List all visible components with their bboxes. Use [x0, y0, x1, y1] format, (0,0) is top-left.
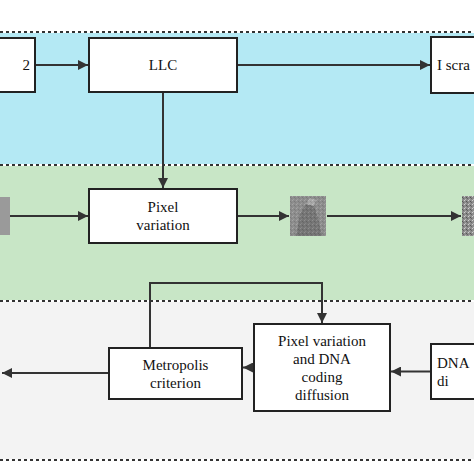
box-label: I scra	[437, 56, 471, 74]
process-box: Pixel variation	[88, 188, 238, 244]
process-box: Pixel variation and DNA coding diffusion	[253, 323, 391, 412]
box-label: DNA di	[437, 354, 473, 390]
process-box: Metropolis criterion	[108, 347, 243, 400]
connector-arrow	[36, 64, 88, 66]
connector-arrow	[162, 93, 164, 188]
process-box: I scra	[430, 36, 474, 94]
connector-arrow	[391, 371, 430, 373]
scrambled-image	[290, 196, 326, 236]
box-label: Metropolis criterion	[131, 356, 221, 392]
box-label: Pixel variation	[128, 198, 198, 234]
top-band	[0, 33, 474, 164]
box-label: 2	[0, 56, 30, 74]
band-divider	[0, 459, 474, 461]
flow-arrow	[10, 215, 88, 217]
flow-arrow	[327, 215, 461, 217]
encrypted-image	[462, 196, 474, 236]
input-image	[0, 197, 10, 235]
box-label: Pixel variation and DNA coding diffusion	[276, 332, 368, 404]
flow-arrow	[2, 372, 108, 374]
process-box: LLC	[88, 37, 238, 93]
process-box: 2	[0, 37, 36, 93]
connector-arrow	[238, 64, 430, 66]
flow-arrow	[238, 215, 289, 217]
connector-arrow	[243, 367, 253, 369]
middle-band	[0, 166, 474, 300]
band-divider	[0, 300, 474, 302]
process-box: DNA di	[430, 343, 474, 400]
box-label: LLC	[103, 56, 223, 74]
band-divider	[0, 164, 474, 166]
bottom-band	[0, 302, 474, 459]
connector-arrow	[150, 283, 322, 347]
band-divider	[0, 31, 474, 33]
